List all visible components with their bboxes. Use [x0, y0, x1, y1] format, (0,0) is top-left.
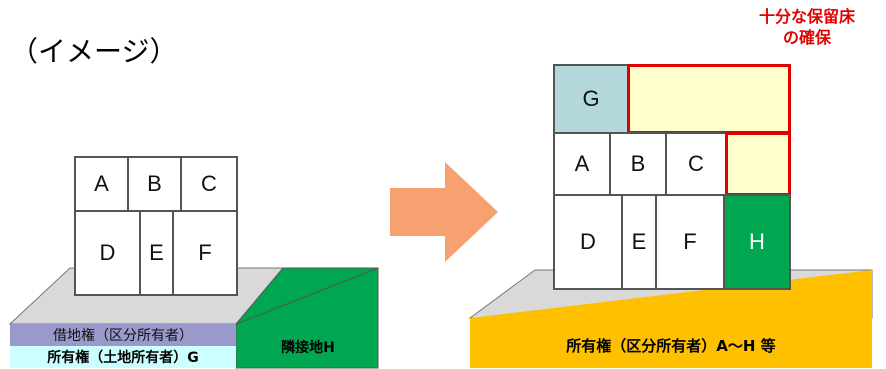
left-unit-a: A	[74, 156, 129, 212]
reserved-floor-side	[725, 132, 791, 196]
neighbor-label: 隣接地H	[281, 340, 335, 356]
left-unit-b: B	[127, 156, 182, 212]
right-unit-a: A	[553, 132, 611, 196]
leasehold-band	[10, 324, 236, 346]
right-ownership-label: 所有権（区分所有者）A～H 等	[566, 336, 776, 355]
right-unit-g: G	[553, 64, 629, 134]
left-unit-d: D	[74, 210, 141, 296]
right-unit-f: F	[655, 194, 725, 290]
callout-line-1: 十分な保留床	[758, 7, 855, 26]
callout-line-2: の確保	[782, 28, 831, 47]
left-unit-f: F	[172, 210, 238, 296]
reserved-floor-top	[627, 64, 791, 134]
transition-arrow-icon	[390, 162, 498, 262]
right-unit-d: D	[553, 194, 623, 290]
reserved-floor-callout: 十分な保留床 の確保	[742, 6, 872, 48]
ownership-band	[10, 346, 236, 368]
ownership-label: 所有権（土地所有者）G	[47, 350, 199, 366]
left-unit-e: E	[139, 210, 174, 296]
right-band	[470, 318, 872, 368]
right-unit-c: C	[665, 132, 727, 196]
page-title: （イメージ）	[10, 35, 178, 68]
leasehold-label: 借地権（区分所有者）	[53, 328, 193, 344]
right-unit-h: H	[723, 194, 791, 290]
right-unit-e: E	[621, 194, 657, 290]
left-unit-c: C	[180, 156, 238, 212]
right-unit-b: B	[609, 132, 667, 196]
